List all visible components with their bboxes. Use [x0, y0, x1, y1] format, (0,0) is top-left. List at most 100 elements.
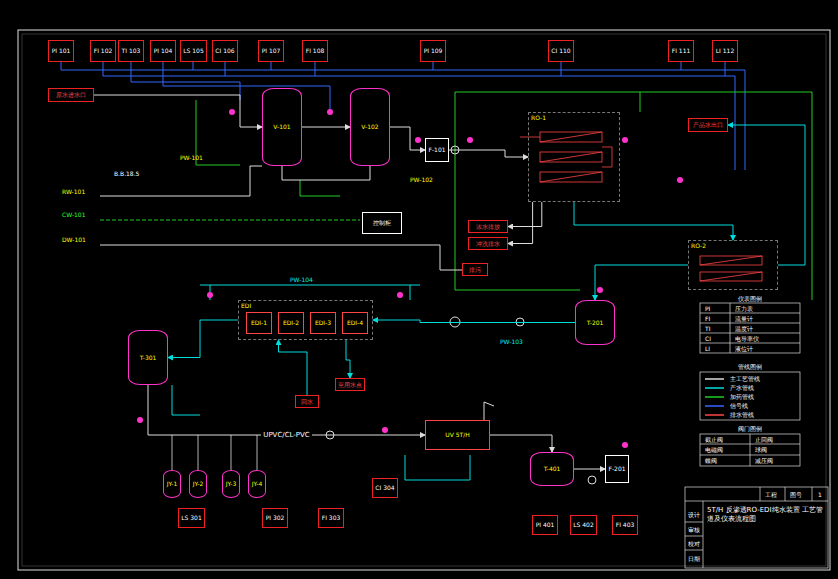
- pipe-connector: [595, 265, 688, 300]
- legend-item: 产水管线: [704, 384, 754, 391]
- pipe-connector: [94, 95, 262, 127]
- text-label: PW-101: [180, 154, 203, 161]
- text-label: 温度计: [735, 325, 753, 332]
- legend-text: 信号线: [730, 402, 748, 409]
- node-text: 控制柜: [373, 219, 391, 227]
- instrument-tag: CI 106: [212, 40, 238, 62]
- membrane-stage: RO-1: [528, 112, 620, 202]
- text-label: 截止阀: [705, 436, 723, 443]
- vessel-tank: JY-3: [222, 470, 240, 498]
- legend-text: 排水管线: [730, 411, 754, 418]
- node-text: EDI: [241, 302, 370, 310]
- node-text: EDI-3: [315, 319, 331, 327]
- node-text: PI 302: [266, 514, 285, 522]
- pipe-connector: [390, 127, 425, 150]
- legend-sample: [704, 376, 726, 382]
- vessel-tank: JY-1: [163, 470, 181, 498]
- text-label: FI: [705, 315, 710, 322]
- node-text: UV 5T/H: [445, 431, 469, 439]
- legend-item: 排水管线: [704, 411, 754, 418]
- text-label: 电磁阀: [705, 446, 723, 453]
- node-text: RO-2: [691, 242, 775, 250]
- text-label: 止回阀: [755, 436, 773, 443]
- legend-text: 主工艺管线: [730, 375, 760, 382]
- instrument-tag: PI 107: [258, 40, 284, 62]
- instrument-tag: LS 105: [180, 40, 207, 62]
- text-label: 压力表: [735, 305, 753, 312]
- instrument-tag: PI 109: [420, 40, 446, 62]
- node-text: JY-1: [167, 480, 178, 488]
- text-label: 设计: [688, 511, 700, 518]
- membrane-stage: EDI EDI-1 EDI-2 EDI-3 EDI-4: [238, 300, 373, 340]
- node-text: V-102: [361, 123, 378, 131]
- text-label: TI: [705, 325, 710, 332]
- text-label: PW-103: [500, 338, 523, 345]
- node-text: FI 111: [672, 47, 691, 55]
- edi-module: EDI-3: [310, 312, 336, 334]
- vessel-tank: V-101: [262, 88, 302, 166]
- text-label: 球阀: [755, 446, 767, 453]
- legend-item: 信号线: [704, 402, 748, 409]
- node-text: 产品水出口: [693, 121, 723, 129]
- node-text: V-101: [273, 123, 290, 131]
- instrument-tag: PI 302: [262, 508, 288, 528]
- node-text: EDI-4: [347, 319, 363, 327]
- text-label: LI: [705, 345, 710, 352]
- node-text: PI 107: [262, 47, 281, 55]
- vessel-tank: T-301: [128, 330, 168, 385]
- pipe-connector: [168, 320, 238, 358]
- outlet-tag: 产品水出口: [688, 118, 728, 132]
- text-label: 校对: [688, 540, 700, 547]
- control-box: F-101: [425, 138, 449, 162]
- text-label: PW-102: [410, 176, 433, 183]
- text-label: 阀门图例: [738, 425, 762, 432]
- node-text: PI 109: [424, 47, 443, 55]
- node-text: EDI-2: [283, 319, 299, 327]
- node-text: PI 101: [52, 47, 71, 55]
- node-text: CI 304: [375, 484, 394, 492]
- node-text: F-201: [608, 465, 625, 473]
- node-text: 回水: [301, 398, 313, 406]
- pipe-connector: [574, 202, 733, 240]
- outlet-tag: 冲洗排水: [468, 237, 508, 250]
- text-label: 1: [818, 491, 822, 498]
- drawing-title: 5T/H 反渗透RO-EDI纯水装置 工艺管道及仪表流程图: [707, 506, 825, 524]
- legend-sample: [704, 394, 726, 400]
- text-label: 液位计: [735, 345, 753, 352]
- pipe-connector: [574, 469, 605, 470]
- vessel-tank: JY-4: [248, 470, 266, 498]
- node-text: CI 106: [215, 47, 234, 55]
- node-text: LI 112: [716, 47, 734, 55]
- node-text: LS 301: [181, 514, 202, 522]
- text-label: RW-101: [62, 188, 85, 195]
- node-text: PI 401: [536, 521, 555, 529]
- node-text: JY-4: [252, 480, 263, 488]
- control-box: F-201: [605, 455, 629, 483]
- node-text: FI 403: [616, 521, 635, 529]
- text-label: DW-101: [62, 236, 86, 243]
- edi-module: EDI-1: [246, 312, 272, 334]
- instrument-tag: FI 303: [318, 508, 344, 528]
- pipe-connector: [508, 202, 542, 227]
- instrument-tag: FI 108: [302, 40, 328, 62]
- edi-module: EDI-4: [342, 312, 368, 334]
- pipe-connector: [728, 125, 805, 265]
- text-label: 工程: [765, 491, 777, 498]
- vessel-tank: T-401: [530, 452, 574, 486]
- text-label: 审核: [688, 526, 700, 533]
- text-label: 仪表图例: [738, 295, 762, 302]
- node-text: T-301: [140, 354, 157, 362]
- instrument-tag: LI 112: [712, 40, 738, 62]
- node-text: PI 104: [154, 47, 173, 55]
- text-label: PW-104: [290, 276, 313, 283]
- node-text: TI 103: [122, 47, 141, 55]
- outlet-tag: 排污: [462, 263, 488, 276]
- instrument-tag: CI 110: [548, 40, 574, 62]
- vessel-tank: T-201: [575, 300, 615, 345]
- text-label: PI: [705, 305, 710, 312]
- pipe-connector: [508, 202, 533, 244]
- pipe-connector: [302, 127, 350, 128]
- text-label: 流量计: [735, 315, 753, 322]
- instrument-tag: TI 103: [118, 40, 144, 62]
- text-label: 管线图例: [738, 363, 762, 370]
